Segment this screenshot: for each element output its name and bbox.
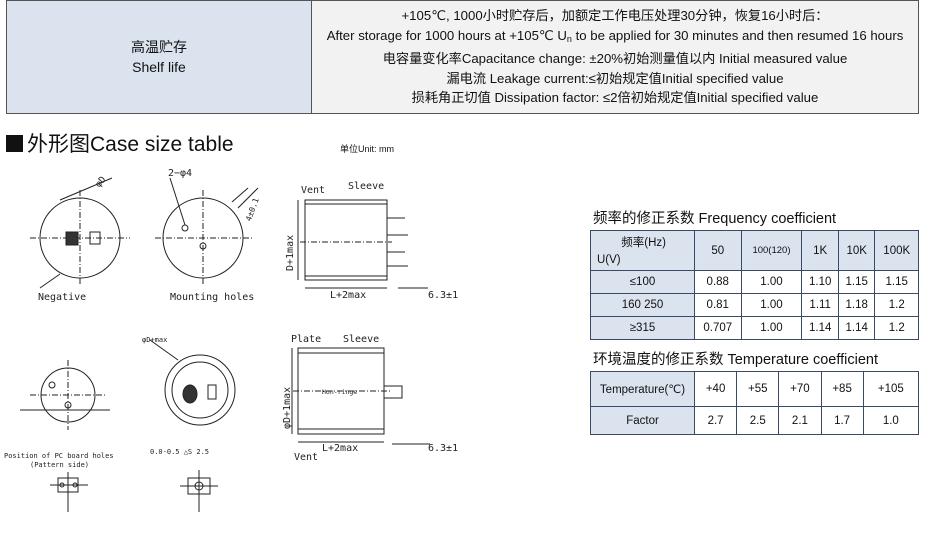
corner-label-voltage: U(V) [597, 254, 621, 266]
table-cell: 1.00 [740, 270, 803, 294]
frequency-coefficient-table: 频率(Hz) U(V) 50 100(120) 1K 10K 100K ≤100… [590, 230, 919, 340]
label-mounting-holes: Mounting holes [170, 292, 254, 303]
shelf-condition-line-1: +105℃, 1000小时贮存后，加额定工作电压处理30分钟，恢复16小时后： [401, 8, 829, 24]
section-title: 外形图Case size table [27, 133, 234, 156]
label-center: Hon-ringe [322, 388, 357, 396]
shelf-condition-line-4: 漏电流 Leakage current:≤初始规定值Initial specif… [446, 70, 784, 86]
unit-note: 单位Unit: mm [340, 144, 395, 154]
temperature-header-row: Temperature(℃) +40 +55 +70 +85 +105 [590, 371, 920, 407]
label-l-plus-2max-2: L+2max [322, 443, 358, 454]
shelf-line2-part-b: to be applied for 30 minutes and then re… [571, 27, 904, 43]
frequency-coefficient-title: 频率的修正系数 Frequency coefficient [593, 211, 837, 227]
shelf-life-conditions-cell: +105℃, 1000小时贮存后，加额定工作电压处理30分钟，恢复16小时后： … [312, 1, 918, 113]
label-vent: Vent [301, 185, 325, 196]
label-d-plus-1max: D+1max [285, 235, 296, 271]
svg-text:φD+max: φD+max [142, 336, 167, 344]
table-cell: 1.00 [740, 293, 803, 317]
shelf-life-table: 高温贮存 Shelf life +105℃, 1000小时贮存后，加额定工作电压… [6, 0, 919, 114]
label-plate: Plate [291, 334, 321, 345]
svg-text:φD: φD [94, 175, 109, 190]
table-cell: 1.00 [740, 316, 803, 340]
frequency-corner-cell: 频率(Hz) U(V) [590, 230, 695, 271]
frequency-header-row: 频率(Hz) U(V) 50 100(120) 1K 10K 100K [590, 230, 919, 271]
shelf-line2-part-a: After storage for 1000 hours at +105℃ U [326, 27, 567, 43]
table-cell: 1.2 [874, 316, 919, 340]
shelf-life-label-cell: 高温贮存 Shelf life [7, 1, 312, 113]
table-cell: 0.88 [694, 270, 742, 294]
table-cell: 1.0 [862, 406, 920, 435]
label-6-3-2: 6.3±1 [428, 443, 458, 454]
label-pcb-caption-1: Position of PC board holes [4, 452, 114, 460]
drawing-side-view-bottom: Plate Sleeve Hon-ringe φD+1max L+2max 6.… [282, 334, 458, 463]
case-size-drawings: φD Negative 2−φ4 4±0.1 Mounting holes Ve… [4, 168, 458, 512]
row-label: ≥315 [590, 316, 695, 340]
label-pcb-caption-2: (Pattern side) [30, 461, 89, 469]
frequency-header-100: 100(120) [740, 230, 803, 271]
table-cell: 1.15 [837, 270, 876, 294]
table-cell: 2.5 [736, 406, 780, 435]
drawing-negative-top-view: φD Negative [30, 175, 130, 303]
label-phid-plus-1max: φD+1max [282, 387, 293, 429]
label-negative: Negative [38, 292, 86, 303]
temperature-coefficient-title: 环境温度的修正系数 Temperature coefficient [593, 352, 878, 368]
table-cell: 1.11 [801, 293, 839, 317]
label-6-3: 6.3±1 [428, 290, 458, 301]
row-label: 160 250 [590, 293, 695, 317]
temperature-header-55: +55 [736, 371, 780, 407]
temperature-coefficient-table: Temperature(℃) +40 +55 +70 +85 +105 Fact… [590, 371, 920, 435]
temperature-header-40: +40 [693, 371, 738, 407]
table-row: ≥315 0.707 1.00 1.14 1.14 1.2 [590, 316, 919, 340]
table-cell: 1.14 [801, 316, 839, 340]
temperature-header-label: Temperature(℃) [590, 371, 695, 407]
table-row: ≤100 0.88 1.00 1.10 1.15 1.15 [590, 270, 919, 294]
shelf-line2-subscript: n [566, 33, 572, 44]
temperature-header-105: +105 [862, 371, 920, 407]
frequency-header-1k: 1K [801, 230, 839, 271]
temperature-header-85: +85 [820, 371, 864, 407]
label-sleeve: Sleeve [348, 181, 384, 192]
factor-row-label: Factor [590, 406, 695, 435]
label-2-phi4: 2−φ4 [168, 168, 192, 179]
label-vent-2: Vent [294, 452, 318, 463]
label-l-plus-2max: L+2max [330, 290, 366, 301]
table-cell: 1.18 [837, 293, 876, 317]
section-heading: 外形图Case size table [6, 128, 234, 158]
square-bullet-icon [6, 134, 23, 152]
drawing-pc-board-holes: Position of PC board holes (Pattern side… [4, 360, 114, 512]
label-sleeve-2: Sleeve [343, 334, 379, 345]
table-cell: 1.14 [837, 316, 876, 340]
table-cell: 2.1 [778, 406, 822, 435]
table-row: Factor 2.7 2.5 2.1 1.7 1.0 [590, 406, 920, 435]
table-cell: 1.7 [820, 406, 864, 435]
table-cell: 1.15 [874, 270, 919, 294]
drawing-mounting-holes: 2−φ4 4±0.1 Mounting holes [155, 168, 261, 303]
shelf-condition-line-2: After storage for 1000 hours at +105℃ Un… [327, 26, 904, 50]
shelf-life-label-en: Shelf life [132, 59, 186, 75]
row-label: ≤100 [590, 270, 695, 294]
svg-text:0.0-0.5 △S 2.5: 0.0-0.5 △S 2.5 [150, 448, 209, 456]
corner-label-frequency: 频率(Hz) [621, 237, 666, 249]
svg-text:4±0.1: 4±0.1 [244, 197, 261, 223]
temperature-header-70: +70 [778, 371, 822, 407]
table-cell: 1.10 [801, 270, 839, 294]
table-cell: 1.2 [874, 293, 919, 317]
table-row: 160 250 0.81 1.00 1.11 1.18 1.2 [590, 293, 919, 317]
table-cell: 0.81 [694, 293, 742, 317]
frequency-header-100k: 100K [874, 230, 919, 271]
shelf-life-label-cn: 高温贮存 [131, 39, 187, 55]
frequency-header-10k: 10K [837, 230, 876, 271]
frequency-header-50: 50 [694, 230, 742, 271]
shelf-condition-line-5: 损耗角正切值 Dissipation factor: ≤2倍初始规定值Initi… [411, 90, 819, 106]
shelf-condition-line-3: 电容量变化率Capacitance change: ±20%初始测量值以内 In… [382, 51, 848, 67]
table-cell: 0.707 [694, 316, 742, 340]
drawing-side-view-top: Vent Sleeve D+1max L+2max 6.3±1 [285, 181, 458, 301]
drawing-front-view-terminals: φD+max 0.0-0.5 △S 2.5 [142, 336, 236, 512]
table-cell: 2.7 [693, 406, 738, 435]
